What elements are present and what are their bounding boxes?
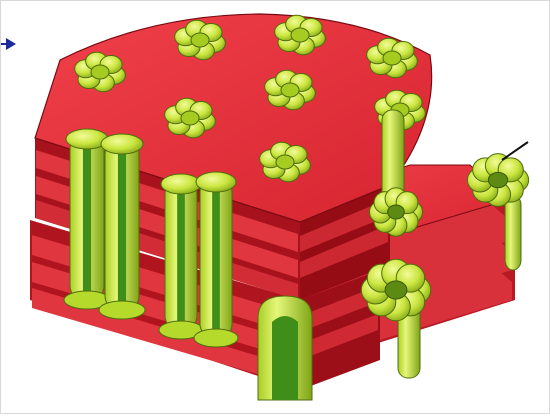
- channel-protein: [159, 174, 203, 339]
- channel-protein: [64, 129, 110, 309]
- channel-protein: [99, 134, 145, 319]
- pointer-arrow-icon: [502, 142, 528, 160]
- left-arrow-icon: [0, 38, 16, 50]
- channel-protein: [258, 296, 312, 400]
- channel-protein: [194, 172, 238, 347]
